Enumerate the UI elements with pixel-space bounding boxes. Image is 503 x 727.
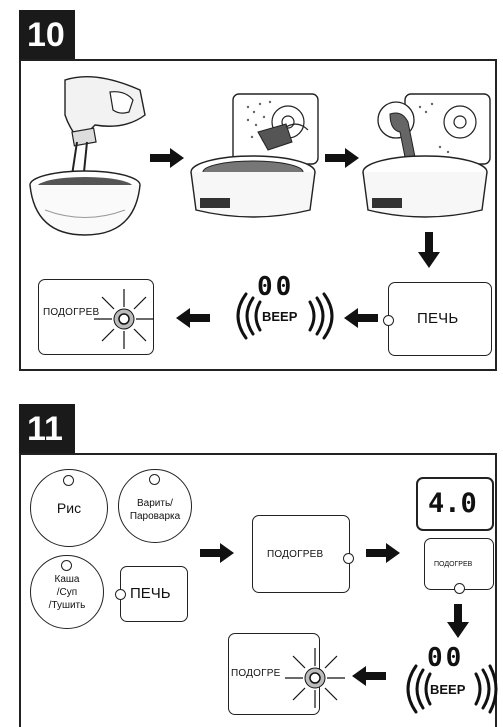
arrow-right-icon <box>325 148 359 168</box>
rice-label: Рис <box>56 500 82 516</box>
display-value: 4.0 <box>428 488 477 519</box>
bake-panel: ПЕЧЬ <box>383 282 492 356</box>
arrow-right-icon <box>366 543 400 563</box>
reheat-status-panel: ПОДОГРЕВ <box>424 538 494 594</box>
porridge-label-line1: Каша <box>54 574 80 585</box>
hand-mixer-bowl-illustration <box>29 75 146 236</box>
arrow-down-icon <box>418 232 440 268</box>
step-10-frame <box>19 59 497 371</box>
time-display: 4.0 <box>416 477 494 531</box>
beep-text: BEEP <box>430 682 466 697</box>
steam-label-line2: Пароварка <box>129 511 181 522</box>
indicator-led <box>61 560 72 571</box>
step-number-11: 11 <box>19 404 75 454</box>
cooker-open-scraping-illustration <box>362 93 491 218</box>
reheat-label: ПОДОГРЕВ <box>43 307 100 318</box>
sound-waves-icon <box>236 292 334 340</box>
bake-label: ПЕЧЬ <box>130 585 171 602</box>
beep-digits: 00 <box>427 643 465 673</box>
arrow-down-icon <box>447 604 469 638</box>
reheat-label: ПОДОГРЕ <box>231 668 281 679</box>
reheat-label: ПОДОГРЕВ <box>267 549 324 560</box>
rice-button[interactable]: Рис <box>30 469 108 547</box>
indicator-led <box>343 553 354 564</box>
reheat-button-panel[interactable]: ПОДОГРЕВ <box>252 515 354 593</box>
indicator-led <box>454 583 465 594</box>
indicator-led <box>383 315 394 326</box>
glowing-indicator-icon <box>285 648 345 708</box>
arrow-left-icon <box>176 308 210 328</box>
porridge-label-line2: /Суп <box>56 587 78 598</box>
reheat-panel: ПОДОГРЕВ <box>38 279 154 355</box>
beep-text: BEEP <box>262 309 298 324</box>
porridge-button[interactable]: Каша /Суп /Тушить <box>30 555 104 629</box>
steam-label-line1: Варить/ <box>137 498 173 509</box>
indicator-led <box>149 474 160 485</box>
bake-label: ПЕЧЬ <box>417 310 459 327</box>
beep-digits: 00 <box>257 272 295 302</box>
sound-waves-icon <box>406 664 498 714</box>
arrow-right-icon <box>150 148 184 168</box>
arrow-left-icon <box>344 308 378 328</box>
step-number-10: 10 <box>19 10 75 60</box>
arrow-right-icon <box>200 543 234 563</box>
bake-panel[interactable]: ПЕЧЬ <box>115 566 188 622</box>
indicator-led <box>63 475 74 486</box>
step-11-frame <box>19 453 497 727</box>
cooker-open-pouring-illustration <box>190 93 319 218</box>
steam-button[interactable]: Варить/ Пароварка <box>118 469 192 543</box>
arrow-left-icon <box>352 666 386 686</box>
reheat-label: ПОДОГРЕВ <box>434 561 473 568</box>
indicator-led <box>115 589 126 600</box>
glowing-indicator-icon <box>94 289 154 349</box>
porridge-label-line3: /Тушить <box>48 600 86 611</box>
